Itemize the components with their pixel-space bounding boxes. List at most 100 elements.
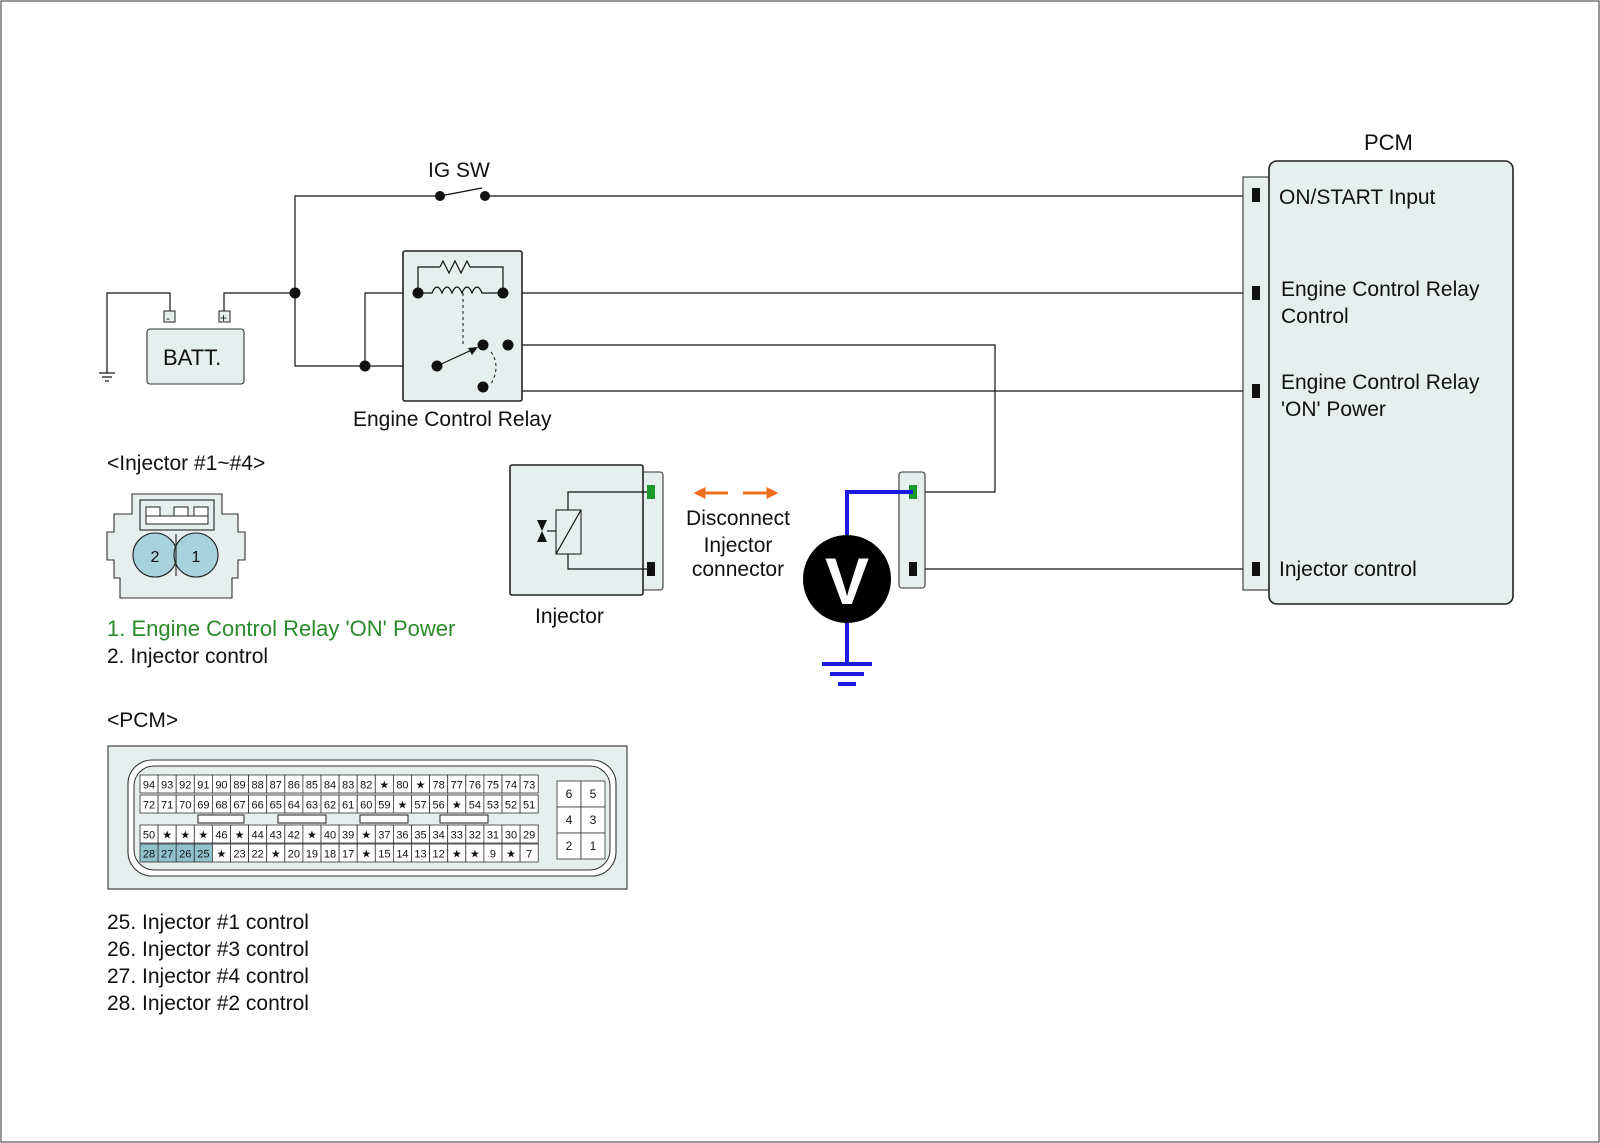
harness-connector xyxy=(898,471,926,589)
pcm-label: PCM xyxy=(1364,130,1413,155)
battery-minus-label: - xyxy=(166,311,170,325)
pcm-pin-label: 36 xyxy=(396,830,408,842)
disconnect-label-2: Injector xyxy=(704,534,773,557)
pcm-pin-label: 32 xyxy=(469,830,481,842)
pcm-pin-label: 7 xyxy=(526,849,532,861)
pcm-pin-label: 59 xyxy=(378,800,390,812)
pcm-pin-label: 93 xyxy=(161,780,173,792)
pcm-pin-label: ★ xyxy=(217,849,227,861)
pcm-pin-label: ★ xyxy=(180,830,190,842)
pcm-pin-label: 88 xyxy=(252,780,264,792)
pcm-pin-label: ★ xyxy=(398,800,408,812)
pcm-pin-label: 17 xyxy=(342,849,354,861)
pcm-pin-label: 89 xyxy=(233,780,245,792)
pcm-pin-label: 80 xyxy=(396,780,408,792)
pcm-pin-label: 51 xyxy=(523,800,535,812)
pcm-pin-label: 74 xyxy=(505,780,517,792)
pcm-pin-cell xyxy=(519,824,539,844)
pcm-pin-label: ★ xyxy=(470,849,480,861)
pcm-pin-label: 43 xyxy=(270,830,282,842)
pcm-pin-on-start: ON/START Input xyxy=(1279,186,1436,209)
pcm-aux-pin-label: 4 xyxy=(566,813,573,827)
injector-pin-2: 2 xyxy=(151,549,160,566)
pcm-legend-27: 27. Injector #4 control xyxy=(107,965,309,988)
pcm-pin-label: ★ xyxy=(506,849,516,861)
pcm-aux-pin-cell xyxy=(580,832,606,860)
pcm-pin-cell xyxy=(519,843,539,863)
pcm-pin-relay-on-power: Engine Control Relay xyxy=(1281,371,1480,394)
pcm-pin-label: 69 xyxy=(197,800,209,812)
pcm-pin-label: 75 xyxy=(487,780,499,792)
pcm-pin-label: 60 xyxy=(360,800,372,812)
pcm-pin-relay-on-power-2: 'ON' Power xyxy=(1281,398,1386,421)
pcm-pin-label: 9 xyxy=(490,849,496,861)
junction-dot xyxy=(289,287,301,299)
pcm-pin-label: 83 xyxy=(342,780,354,792)
pcm-pin-label: 30 xyxy=(505,830,517,842)
pcm-pin-label: 54 xyxy=(469,800,481,812)
pcm-pin-label: 52 xyxy=(505,800,517,812)
pcm-aux-pin-cell xyxy=(580,780,606,808)
pcm-pin-label: ★ xyxy=(271,849,281,861)
pcm-pin-label: 76 xyxy=(469,780,481,792)
battery-plus-label: + xyxy=(220,311,227,325)
pcm-pin-label: 71 xyxy=(161,800,173,812)
pcm-pin-cell xyxy=(519,774,539,794)
pcm-pin-label: ★ xyxy=(379,780,389,792)
pcm-pin-label: 23 xyxy=(233,849,245,861)
pcm-pin-label: 65 xyxy=(270,800,282,812)
pcm-pin-label: 62 xyxy=(324,800,336,812)
relay-label: Engine Control Relay xyxy=(353,408,552,431)
injector-section-title: <Injector #1~#4> xyxy=(107,452,265,475)
pcm-pin-label: 63 xyxy=(306,800,318,812)
pcm-pin-label: ★ xyxy=(235,830,245,842)
pcm-pin-label: 72 xyxy=(143,800,155,812)
pcm-pin-label: 84 xyxy=(324,780,336,792)
injector-label: Injector xyxy=(535,605,604,628)
pcm-pin-label: 35 xyxy=(414,830,426,842)
pcm-pin-label: 44 xyxy=(252,830,264,842)
pcm-pin-label: 90 xyxy=(215,780,227,792)
pcm-pin-label: 77 xyxy=(451,780,463,792)
pcm-pin-label: 39 xyxy=(342,830,354,842)
injector-legend-2: 2. Injector control xyxy=(107,645,268,668)
pcm-pin-injector-control: Injector control xyxy=(1279,558,1417,581)
pcm-pin-label: 94 xyxy=(143,780,155,792)
pcm-pin-label: ★ xyxy=(361,849,371,861)
pcm-pin-label: 18 xyxy=(324,849,336,861)
pcm-pin-label: 40 xyxy=(324,830,336,842)
pcm-aux-pin-label: 5 xyxy=(590,787,597,801)
pcm-pin-label: 14 xyxy=(396,849,408,861)
pcm-pin-label: 66 xyxy=(252,800,264,812)
pcm-pin-label: 34 xyxy=(433,830,445,842)
pcm-pin-label: ★ xyxy=(452,800,462,812)
pcm-pin-label: ★ xyxy=(162,830,172,842)
pcm-pin-label: 19 xyxy=(306,849,318,861)
pcm-pin-label: 31 xyxy=(487,830,499,842)
pcm-aux-pin-cell xyxy=(556,780,582,808)
pcm-pin-label: 12 xyxy=(433,849,445,861)
pcm-pin-label: 27 xyxy=(161,849,173,861)
pcm-pin-label: ★ xyxy=(307,830,317,842)
pcm-pin-label: 78 xyxy=(433,780,445,792)
pcm-pin-label: 37 xyxy=(378,830,390,842)
pcm-pin-label: 50 xyxy=(143,830,155,842)
ig-sw-label: IG SW xyxy=(428,159,490,182)
pcm-pin-label: 92 xyxy=(179,780,191,792)
pcm-pin-label: 13 xyxy=(414,849,426,861)
voltmeter: V xyxy=(803,490,913,686)
pcm-aux-pin-label: 3 xyxy=(590,813,597,827)
pcm-aux-pin-cell xyxy=(556,832,582,860)
pcm-pin-label: 20 xyxy=(288,849,300,861)
wires xyxy=(99,195,1256,570)
pcm-legend-26: 26. Injector #3 control xyxy=(107,938,309,961)
pcm-pin-label: 85 xyxy=(306,780,318,792)
pcm-aux-pin-cell xyxy=(580,806,606,834)
pcm-legend-25: 25. Injector #1 control xyxy=(107,911,309,934)
pcm-pin-label: ★ xyxy=(452,849,462,861)
